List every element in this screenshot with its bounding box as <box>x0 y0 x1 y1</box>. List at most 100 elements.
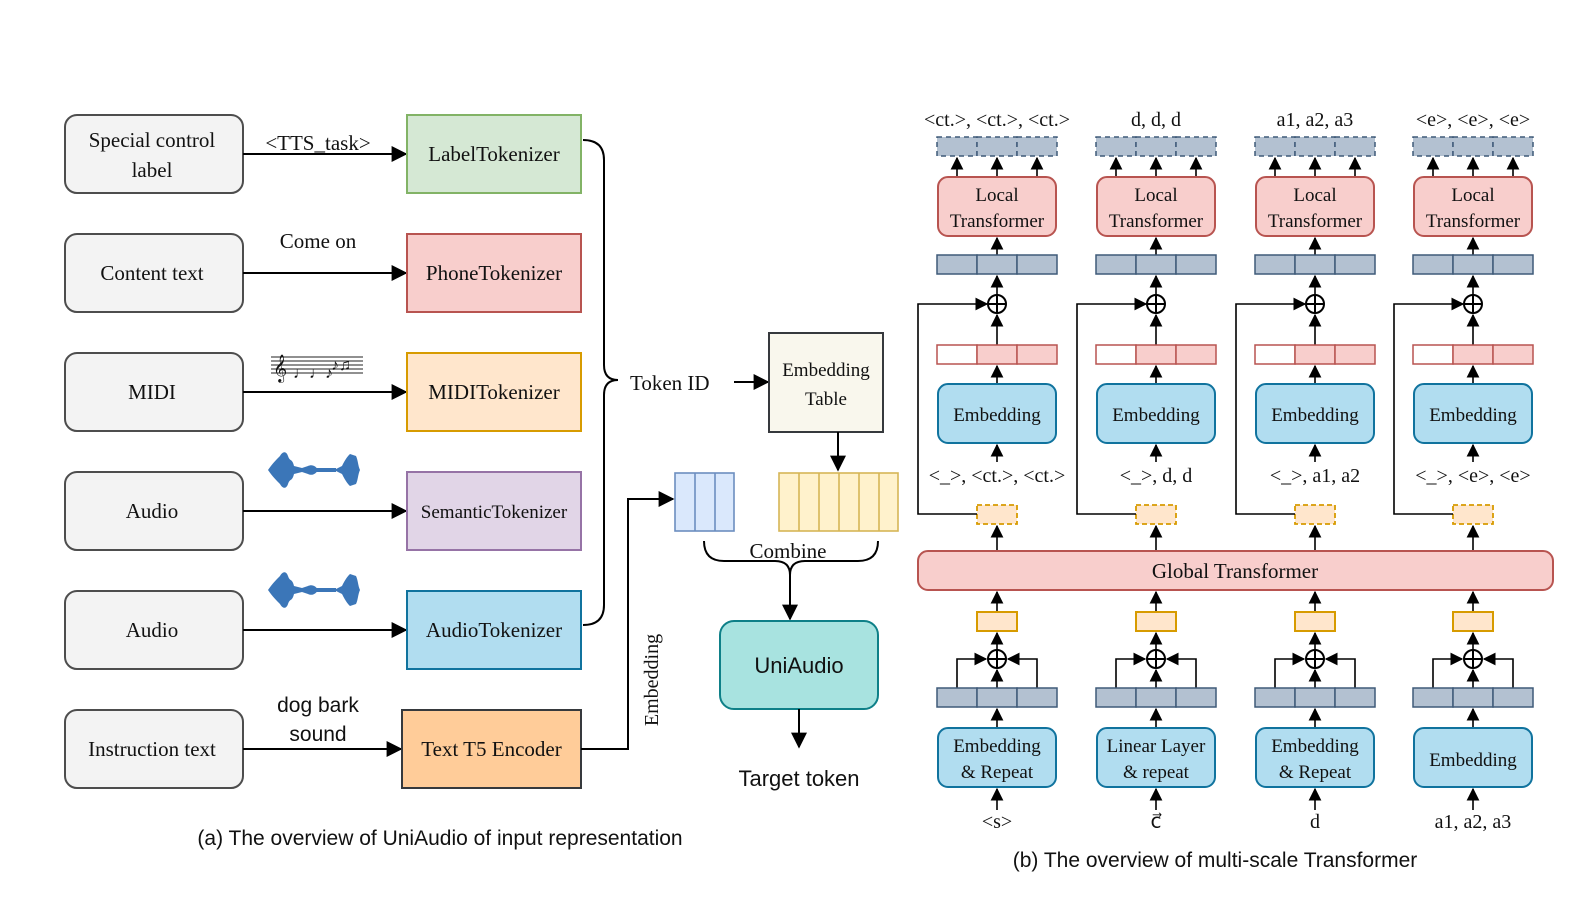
residual-arrow <box>1076 297 1148 515</box>
arrow-label-2: sound <box>289 723 346 746</box>
shift-segment <box>1175 344 1217 365</box>
global-output-slot <box>1294 504 1336 525</box>
input-embedding-label: Embedding <box>953 736 1041 757</box>
repeat-vector-segment <box>1452 687 1494 708</box>
repeat-vector-segment <box>936 687 978 708</box>
hidden-vector-segment <box>1135 254 1177 275</box>
global-input-slot <box>1294 611 1336 632</box>
output-tokens: <e>, <e>, <e> <box>1416 109 1530 131</box>
output-vector-segment <box>1095 136 1137 157</box>
repeat-vector-segment <box>1294 687 1336 708</box>
input-embedding-box <box>1413 727 1533 788</box>
input-label: Audio <box>126 499 179 523</box>
panel-a-caption: (a) The overview of UniAudio of input re… <box>197 827 682 850</box>
tokenizer-box <box>406 590 582 670</box>
embedding-label: Embedding <box>1429 405 1517 426</box>
embedding-box <box>937 383 1057 444</box>
local-transformer-label: Local <box>1451 185 1494 206</box>
shifted-input-tokens: <_>, d, d <box>1120 465 1193 487</box>
panel-a: Special control label LabelTokenizer <TTS_t… <box>64 114 582 789</box>
output-vector-segment <box>1334 136 1376 157</box>
local-transformer-label-2: Transformer <box>950 211 1045 232</box>
local-transformer-label: Local <box>1134 185 1177 206</box>
bottom-input-tokens: c⃗ <box>1151 811 1163 833</box>
input-label-2: label <box>132 158 173 182</box>
embedding-table-label-1: Embedding <box>782 360 870 381</box>
global-transformer-label: Global Transformer <box>1152 559 1318 583</box>
svg-text:♪♫: ♪♫ <box>331 357 351 374</box>
tokenizer-label: MIDITokenizer <box>428 380 559 404</box>
tokenizer-box <box>406 471 582 551</box>
residual-arrow <box>1235 297 1307 515</box>
output-vector-segment <box>976 136 1018 157</box>
hidden-vector-segment <box>936 254 978 275</box>
residual-arrow <box>917 297 989 515</box>
global-input-slot <box>1452 611 1494 632</box>
repeat-vector-segment <box>1095 687 1137 708</box>
sum-input-arrow-left <box>956 652 988 688</box>
sum-input-arrow-right <box>1165 652 1197 688</box>
hidden-vector-segment <box>976 254 1018 275</box>
tokenizer-label: AudioTokenizer <box>426 618 562 642</box>
global-output-slot <box>1452 504 1494 525</box>
global-transformer-box <box>917 550 1554 591</box>
panel-b-caption: (b) The overview of multi-scale Transfor… <box>1013 849 1418 872</box>
repeat-vector-segment <box>976 687 1018 708</box>
residual-arrow <box>1393 297 1465 515</box>
embedding-box <box>1413 383 1533 444</box>
output-vector-segment <box>1175 136 1217 157</box>
tokenizer-box <box>406 114 582 194</box>
hidden-vector-segment <box>1492 254 1534 275</box>
panel-b: <ct.>, <ct.>, <ct.>LocalTransformerEmbed… <box>917 109 1534 833</box>
global-output-slot <box>976 504 1018 525</box>
embedding-table <box>768 332 884 433</box>
hidden-vector-segment <box>1254 254 1296 275</box>
repeat-vector-segment <box>1175 687 1217 708</box>
repeat-vector-segment <box>1412 687 1454 708</box>
token-embedding-vector <box>778 472 899 532</box>
sum-input-arrow-left <box>1274 652 1306 688</box>
embedding-label: Embedding <box>1271 405 1359 426</box>
sum-input-arrow-right <box>1482 652 1514 688</box>
arrow-label: <TTS_task> <box>265 131 370 155</box>
local-transformer-box <box>1096 176 1216 237</box>
local-transformer-box <box>1255 176 1375 237</box>
output-vector-segment <box>936 136 978 157</box>
input-label: MIDI <box>128 380 176 404</box>
tokenizer-label: Text T5 Encoder <box>421 737 561 761</box>
sum-input-arrow-left <box>1432 652 1464 688</box>
tokenizer-box <box>406 233 582 313</box>
shift-segment <box>1016 344 1058 365</box>
input-embedding-box <box>1255 727 1375 788</box>
repeat-vector-segment <box>1016 687 1058 708</box>
embedding-box <box>1255 383 1375 444</box>
global-input-slot <box>1135 611 1177 632</box>
input-embedding-label-2: & repeat <box>1123 762 1190 783</box>
waveform-icon <box>268 452 360 488</box>
tokenizer-label: LabelTokenizer <box>428 142 559 166</box>
repeat-vector-segment <box>1334 687 1376 708</box>
combine-label: Combine <box>750 539 827 563</box>
transformer-column: a1, a2, a3LocalTransformerEmbedding<_>, … <box>1235 109 1376 833</box>
input-label: Special control <box>89 128 216 152</box>
output-vector-segment <box>1135 136 1177 157</box>
arrow-label: Come on <box>280 229 357 253</box>
token-id-label: Token ID <box>630 371 710 395</box>
target-token-label: Target token <box>738 766 859 791</box>
transformer-column: <ct.>, <ct.>, <ct.>LocalTransformerEmbed… <box>917 109 1070 833</box>
shift-segment <box>1334 344 1376 365</box>
input-label: Content text <box>100 261 203 285</box>
hidden-vector-segment <box>1294 254 1336 275</box>
shift-segment-empty <box>936 344 978 365</box>
shifted-input-tokens: <_>, a1, a2 <box>1270 465 1360 487</box>
tokenizer-box <box>401 709 582 789</box>
shift-segment <box>976 344 1018 365</box>
arrow-label: dog bark <box>277 694 359 717</box>
hidden-vector-segment <box>1175 254 1217 275</box>
music-notes-icon: 𝄞 ♩♩♪ ♪♫ <box>271 355 363 383</box>
shifted-input-tokens: <_>, <e>, <e> <box>1415 465 1530 487</box>
shift-segment-empty <box>1254 344 1296 365</box>
output-vector-segment <box>1294 136 1336 157</box>
